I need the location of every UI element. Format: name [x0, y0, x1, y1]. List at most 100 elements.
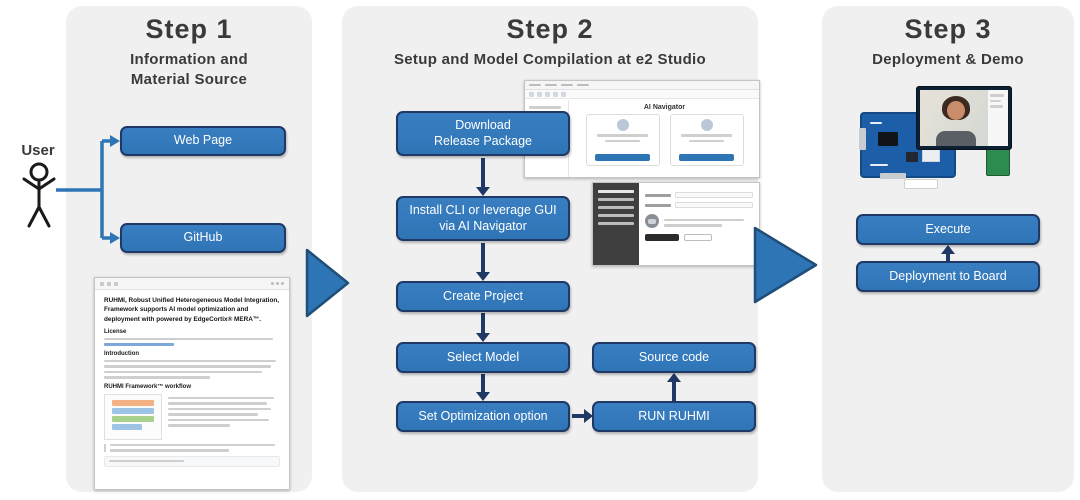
toolbar-icon — [545, 91, 550, 97]
sidebar-item — [598, 214, 634, 217]
set-optimization-box: Set Optimization option — [396, 401, 570, 432]
download-release-package-box: Download Release Package — [396, 111, 570, 156]
field-value — [675, 202, 753, 208]
sidebar-item — [598, 190, 634, 193]
web-page-box: Web Page — [120, 126, 286, 156]
menu-bar — [525, 81, 759, 90]
step2-title: Step 2 — [506, 14, 594, 44]
text-line — [680, 134, 733, 137]
tab-icon — [107, 281, 111, 286]
readme-heading: RUHMI, Robust Unified Heterogeneous Mode… — [104, 297, 280, 323]
ai-navigator-card — [669, 114, 744, 166]
workflow-bullets — [168, 394, 280, 440]
ai-navigator-card — [585, 114, 660, 166]
flow-arrow-down-icon — [476, 374, 490, 401]
text-line — [168, 407, 272, 411]
demo-board-graphic — [859, 86, 1012, 190]
ai-navigator-title: AI Navigator — [643, 104, 686, 111]
user-connector-arrows-icon — [56, 135, 120, 244]
license-heading: License — [104, 328, 127, 335]
model-setup-screenshot — [592, 182, 760, 266]
sidebar-item — [598, 222, 634, 225]
chat-panel — [988, 90, 1008, 146]
source-code-box: Source code — [592, 342, 756, 373]
form-row — [645, 192, 753, 198]
step1-subtitle: Information and Material Source — [130, 51, 248, 88]
github-box: GitHub — [120, 223, 286, 253]
silkscreen-line — [870, 122, 882, 124]
tab-icon — [114, 281, 118, 286]
link-line — [104, 343, 175, 346]
diagram-block — [112, 399, 154, 406]
text-line — [110, 449, 229, 452]
run-ruhmi-box: RUN RUHMI — [592, 401, 756, 432]
text-line — [529, 106, 561, 109]
toolbar-icon — [537, 91, 542, 97]
diagram-block — [112, 415, 154, 422]
card-icon — [616, 119, 629, 131]
flow-arrow-right-icon — [572, 409, 593, 423]
text-line — [990, 99, 1002, 102]
flow-arrow-down-icon — [476, 313, 490, 342]
text-line — [104, 365, 272, 368]
settings-form — [639, 183, 759, 265]
install-cli-box: Install CLI or leverage GUI via AI Navig… — [396, 196, 570, 241]
text-line — [596, 134, 649, 137]
step2-to-step3-arrow-icon — [753, 226, 818, 304]
display-screen — [916, 86, 1012, 150]
text-line — [168, 424, 230, 427]
text-line — [168, 396, 275, 400]
menu-item — [577, 83, 589, 87]
sidebar-item — [598, 206, 634, 209]
document-title-bar — [95, 278, 289, 290]
window-icon — [100, 281, 104, 286]
workflow-mini-diagram — [104, 393, 162, 440]
text-line — [168, 413, 258, 416]
window-controls-icon — [271, 282, 284, 285]
step1-title: Step 1 — [145, 14, 233, 44]
field-value — [675, 192, 753, 198]
toolbar — [525, 90, 759, 99]
text-line — [168, 418, 269, 422]
toolbar-icon — [553, 91, 558, 97]
text-line — [688, 139, 725, 142]
sidebar-item — [598, 198, 634, 201]
toolbar-icon — [561, 91, 566, 97]
flow-arrow-down-icon — [476, 158, 490, 196]
execute-box: Execute — [856, 214, 1040, 245]
text-line — [990, 105, 1003, 108]
menu-item — [545, 83, 557, 87]
text-line — [664, 224, 722, 227]
menu-item — [561, 83, 573, 87]
ai-navigator-cards — [574, 114, 755, 166]
text-line — [604, 139, 641, 142]
step1-to-step2-arrow-icon — [305, 248, 350, 318]
connector — [859, 128, 866, 150]
field-label — [645, 203, 671, 207]
step3-title: Step 3 — [904, 14, 992, 44]
form-row — [645, 202, 753, 208]
github-readme-screenshot: RUHMI, Robust Unified Heterogeneous Mode… — [94, 277, 290, 490]
card-button — [679, 154, 734, 161]
text-line — [664, 218, 745, 221]
user-label: User — [21, 142, 55, 159]
person-face — [947, 101, 965, 120]
document-body: RUHMI, Robust Unified Heterogeneous Mode… — [95, 290, 289, 471]
step3-subtitle: Deployment & Demo — [872, 51, 1024, 68]
select-model-box: Select Model — [396, 342, 570, 373]
note-block — [104, 443, 280, 452]
field-label — [645, 193, 671, 197]
text-line — [104, 376, 210, 379]
text-line — [109, 459, 184, 463]
primary-button — [645, 234, 679, 241]
robot-avatar-icon — [645, 214, 659, 228]
user-icon — [22, 162, 56, 228]
text-line — [104, 370, 263, 374]
ai-navigator-view: AI Navigator — [570, 100, 759, 177]
toolbar-icon — [529, 91, 534, 97]
model-row — [645, 214, 753, 228]
secondary-button — [684, 234, 712, 241]
connector — [880, 173, 906, 179]
workflow-heading: RUHMI Framework™ workflow — [104, 383, 192, 390]
